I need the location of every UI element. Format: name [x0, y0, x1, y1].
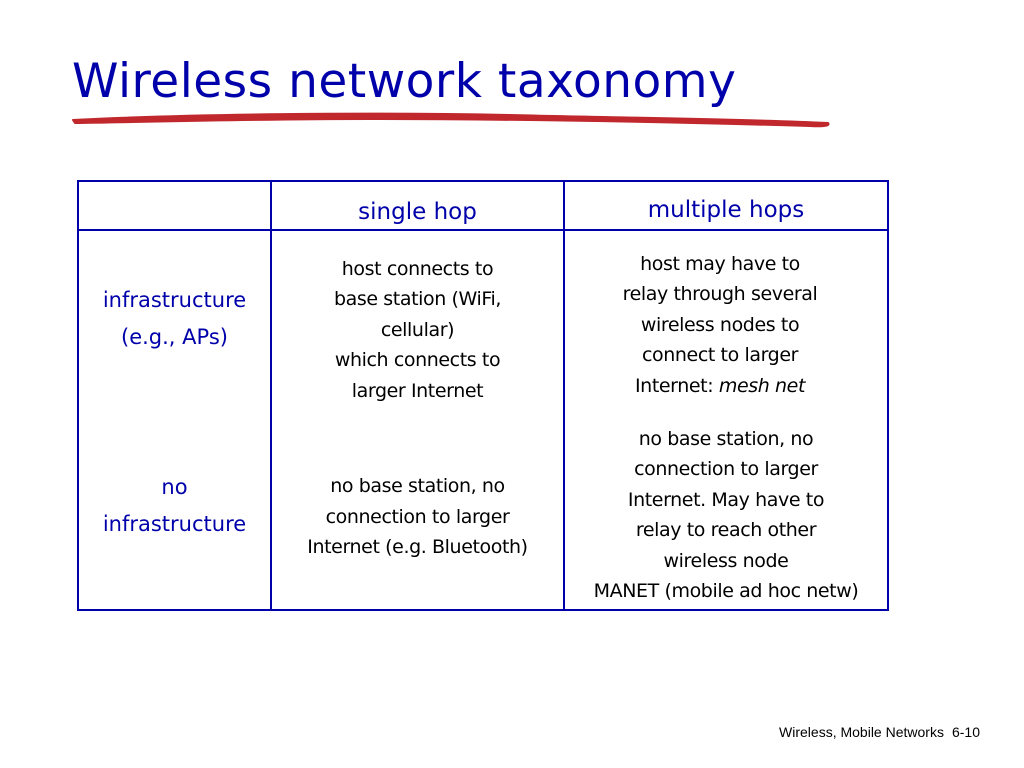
- cell-line: wireless nodes to: [640, 313, 800, 336]
- column-heading: multiple hops: [647, 196, 805, 223]
- cell-line: no base station, no: [330, 475, 505, 498]
- slide-title: Wireless network taxonomy: [72, 54, 737, 109]
- table-border-bottom: [77, 609, 889, 611]
- table-border-left: [77, 180, 79, 611]
- table-column-divider-1: [270, 180, 272, 611]
- column-heading: single hop: [358, 198, 477, 225]
- row-label-no-infrastructure: no infrastructure: [79, 466, 270, 546]
- header-multiple-hops: multiple hops: [565, 186, 887, 233]
- cell-line: base station (WiFi,: [333, 288, 502, 311]
- table-header-divider: [77, 229, 889, 231]
- cell-line-prefix: Internet:: [634, 374, 719, 397]
- cell-infrastructure-multiple-hops: host may have to relay through several w…: [565, 245, 875, 405]
- header-corner-cell: [79, 182, 270, 229]
- cell-line: cellular): [380, 318, 455, 341]
- page-number: 6-10: [951, 724, 980, 740]
- cell-line: which connects to: [334, 349, 501, 372]
- header-single-hop: single hop: [272, 188, 563, 235]
- cell-no-infrastructure-single-hop: no base station, no connection to larger…: [272, 467, 563, 567]
- cell-line: MANET (mobile ad hoc netw): [593, 580, 859, 602]
- table-border-right: [887, 180, 889, 611]
- cell-line-with-emphasis: Internet: mesh net: [635, 371, 805, 402]
- cell-line: relay through several: [622, 283, 818, 306]
- mesh-net-emphasis: mesh net: [718, 374, 806, 397]
- cell-line: Internet (e.g. Bluetooth): [307, 536, 528, 559]
- title-underline: [72, 112, 830, 128]
- row-label-line: infrastructure: [102, 288, 247, 312]
- row-label-line: (e.g., APs): [121, 325, 228, 349]
- cell-infrastructure-single-hop: host connects to base station (WiFi, cel…: [272, 250, 563, 410]
- cell-line: larger Internet: [351, 379, 484, 402]
- cell-line: host may have to: [640, 252, 800, 275]
- row-label-infrastructure: infrastructure (e.g., APs): [79, 279, 270, 359]
- cell-line: connect to larger: [641, 344, 799, 367]
- cell-line: connection to larger: [634, 458, 818, 480]
- cell-line: no base station, no: [638, 427, 814, 450]
- taxonomy-table: single hop multiple hops infrastructure …: [77, 180, 889, 611]
- slide-footer: Wireless, Mobile Networks 6-10: [779, 724, 980, 740]
- table-border-top: [77, 180, 889, 182]
- underline-stroke: [72, 112, 830, 128]
- row-label-line: no: [161, 475, 188, 499]
- footer-section: Wireless, Mobile Networks: [779, 724, 944, 740]
- cell-line: wireless node: [663, 549, 789, 572]
- cell-line: connection to larger: [325, 505, 510, 528]
- cell-line: Internet. May have to: [627, 488, 825, 511]
- cell-no-infrastructure-multiple-hops: no base station, no connection to larger…: [565, 421, 887, 609]
- row-label-line: infrastructure: [102, 512, 247, 536]
- cell-line: host connects to: [341, 257, 494, 280]
- table-column-divider-2: [563, 180, 565, 611]
- cell-line: relay to reach other: [635, 519, 817, 541]
